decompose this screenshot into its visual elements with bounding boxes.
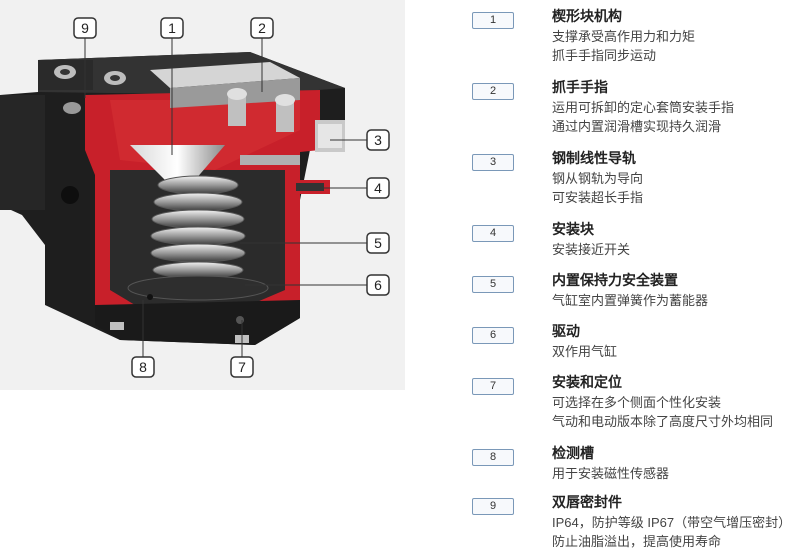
legend-desc: 钢从钢轨为导向: [552, 171, 644, 186]
legend-number-box: 6: [472, 327, 514, 344]
linear-guide: [315, 120, 345, 152]
callout-5: 5: [366, 232, 390, 254]
legend-number-box: 2: [472, 83, 514, 100]
callout-4: 4: [366, 177, 390, 199]
legend-desc: 抓手手指同步运动: [552, 48, 657, 63]
legend-desc: IP64，防护等级 IP67（带空气增压密封）: [552, 515, 792, 530]
callout-8-label: 8: [139, 359, 147, 375]
callout-5-label: 5: [374, 235, 382, 251]
callout-2-label: 2: [258, 20, 266, 36]
legend-desc: 安装接近开关: [552, 242, 631, 257]
leader-lines: [84, 38, 367, 357]
legend-number-box: 9: [472, 498, 514, 515]
callout-1: 1: [160, 17, 184, 39]
callout-8: 8: [131, 356, 155, 378]
legend-desc: 可选择在多个侧面个性化安装: [552, 395, 722, 410]
legend-title: 楔形块机构: [552, 8, 622, 24]
callout-1-label: 1: [168, 20, 176, 36]
callout-9: 9: [73, 17, 97, 39]
callout-3-label: 3: [374, 132, 382, 148]
legend-title: 抓手手指: [552, 79, 608, 95]
legend-title: 安装块: [552, 221, 594, 237]
legend-title: 内置保持力安全装置: [552, 272, 678, 288]
callout-2: 2: [250, 17, 274, 39]
wedge-mechanism: [130, 145, 225, 180]
legend-title: 驱动: [552, 323, 580, 339]
legend-number-box: 3: [472, 154, 514, 171]
legend-desc: 双作用气缸: [552, 344, 618, 359]
legend-desc: 支撑承受高作用力和力矩: [552, 29, 696, 44]
mounting-screws: [54, 65, 295, 132]
legend-desc: 防止油脂溢出，提高使用寿命: [552, 534, 722, 549]
safety-spring: [150, 175, 246, 279]
legend-title: 检测槽: [552, 445, 594, 461]
callout-4-label: 4: [374, 180, 382, 196]
callout-6-label: 6: [374, 277, 382, 293]
gripper-cutaway-diagram: 9 1 2 3 4 5 6 8 7: [0, 0, 405, 390]
legend-number-box: 4: [472, 225, 514, 242]
legend-title: 钢制线性导轨: [552, 150, 636, 166]
legend-title: 双唇密封件: [552, 494, 622, 510]
legend-desc: 可安装超长手指: [552, 190, 644, 205]
callout-9-label: 9: [81, 20, 89, 36]
legend-number-box: 7: [472, 378, 514, 395]
legend-number-box: 5: [472, 276, 514, 293]
legend-title: 安装和定位: [552, 374, 622, 390]
legend-desc: 气缸室内置弹簧作为蓄能器: [552, 293, 709, 308]
legend-desc: 通过内置润滑槽实现持久润滑: [552, 119, 722, 134]
legend-desc: 用于安装磁性传感器: [552, 466, 670, 481]
mounting-block: [240, 155, 330, 194]
legend-number-box: 1: [472, 12, 514, 29]
callout-7-label: 7: [238, 359, 246, 375]
callout-6: 6: [366, 274, 390, 296]
side-hole: [61, 186, 79, 204]
drive-piston: [127, 275, 269, 301]
legend-desc: 运用可拆卸的定心套筒安装手指: [552, 100, 735, 115]
legend-number-box: 8: [472, 449, 514, 466]
callout-3: 3: [366, 129, 390, 151]
legend-desc: 气动和电动版本除了高度尺寸外均相同: [552, 414, 774, 429]
callout-7: 7: [230, 356, 254, 378]
